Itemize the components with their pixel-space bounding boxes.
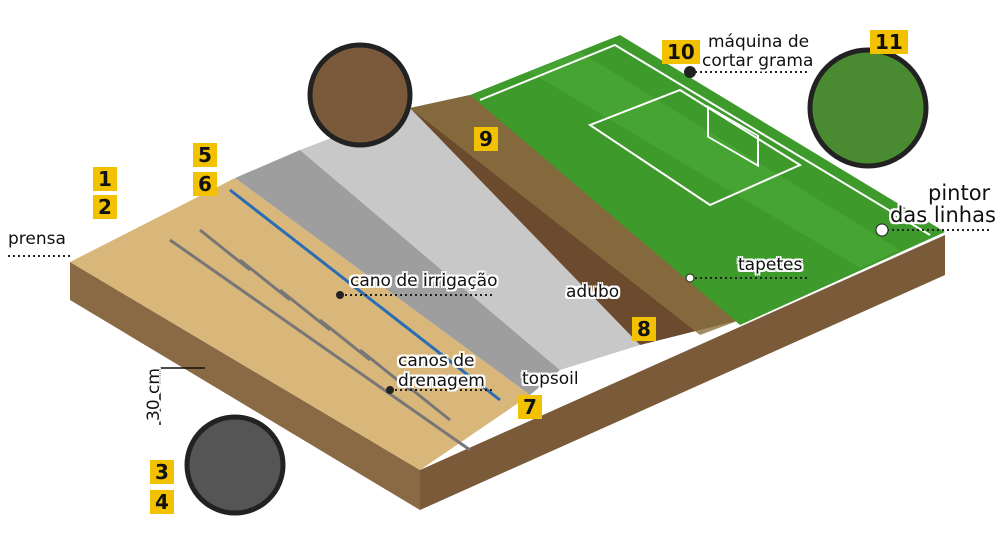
- drainage-pipes: [169, 228, 471, 452]
- label-painter-2: das linhas: [890, 203, 996, 227]
- label-drainage-1: canos de: [398, 351, 475, 371]
- goal: [707, 105, 759, 168]
- painter-marker: [875, 223, 889, 237]
- label-mower-1: máquina de: [708, 32, 810, 52]
- sprinkler-detail-circle: [307, 42, 413, 148]
- grass-detail-circle: [807, 47, 929, 169]
- badge-11: 11: [870, 30, 908, 54]
- topsoil-layer: [300, 108, 640, 370]
- label-depth: 30 cm: [143, 368, 164, 421]
- label-tapetes: tapetes: [738, 255, 803, 275]
- penalty-area: [587, 88, 803, 207]
- field-lines: [479, 43, 931, 236]
- label-drainage-2: drenagem: [398, 371, 485, 391]
- slab-side-right: [420, 235, 945, 510]
- badge-8: 8: [632, 317, 656, 341]
- drain-pipe-detail-circle: [184, 414, 286, 516]
- badge-10: 10: [662, 40, 700, 64]
- badge-6: 6: [193, 172, 217, 196]
- grass-field: [470, 35, 945, 325]
- badge-3: 3: [150, 460, 174, 484]
- grass-stripe: [530, 52, 900, 268]
- drainage-marker: [386, 386, 394, 394]
- label-prensa: prensa: [8, 229, 66, 249]
- label-mower-2: cortar grama: [702, 51, 814, 71]
- label-irrigation-pipe: cano de irrigação: [350, 271, 498, 291]
- gravel-layer: [235, 150, 560, 395]
- badge-2: 2: [93, 195, 117, 219]
- leader-lines: [8, 71, 992, 391]
- mower-marker: [684, 66, 696, 78]
- badge-5: 5: [193, 143, 217, 167]
- badge-7: 7: [518, 395, 542, 419]
- badge-4: 4: [150, 490, 174, 514]
- label-topsoil: topsoil: [522, 369, 579, 389]
- label-painter-1: pintor: [928, 181, 991, 205]
- badge-1: 1: [93, 167, 117, 191]
- irrigation-marker: [336, 291, 344, 299]
- badge-9: 9: [474, 127, 498, 151]
- turf-rolls-strip: [410, 95, 740, 335]
- tapetes-marker: [685, 273, 695, 283]
- slab-side-front: [70, 262, 420, 510]
- label-adubo: adubo: [566, 282, 620, 302]
